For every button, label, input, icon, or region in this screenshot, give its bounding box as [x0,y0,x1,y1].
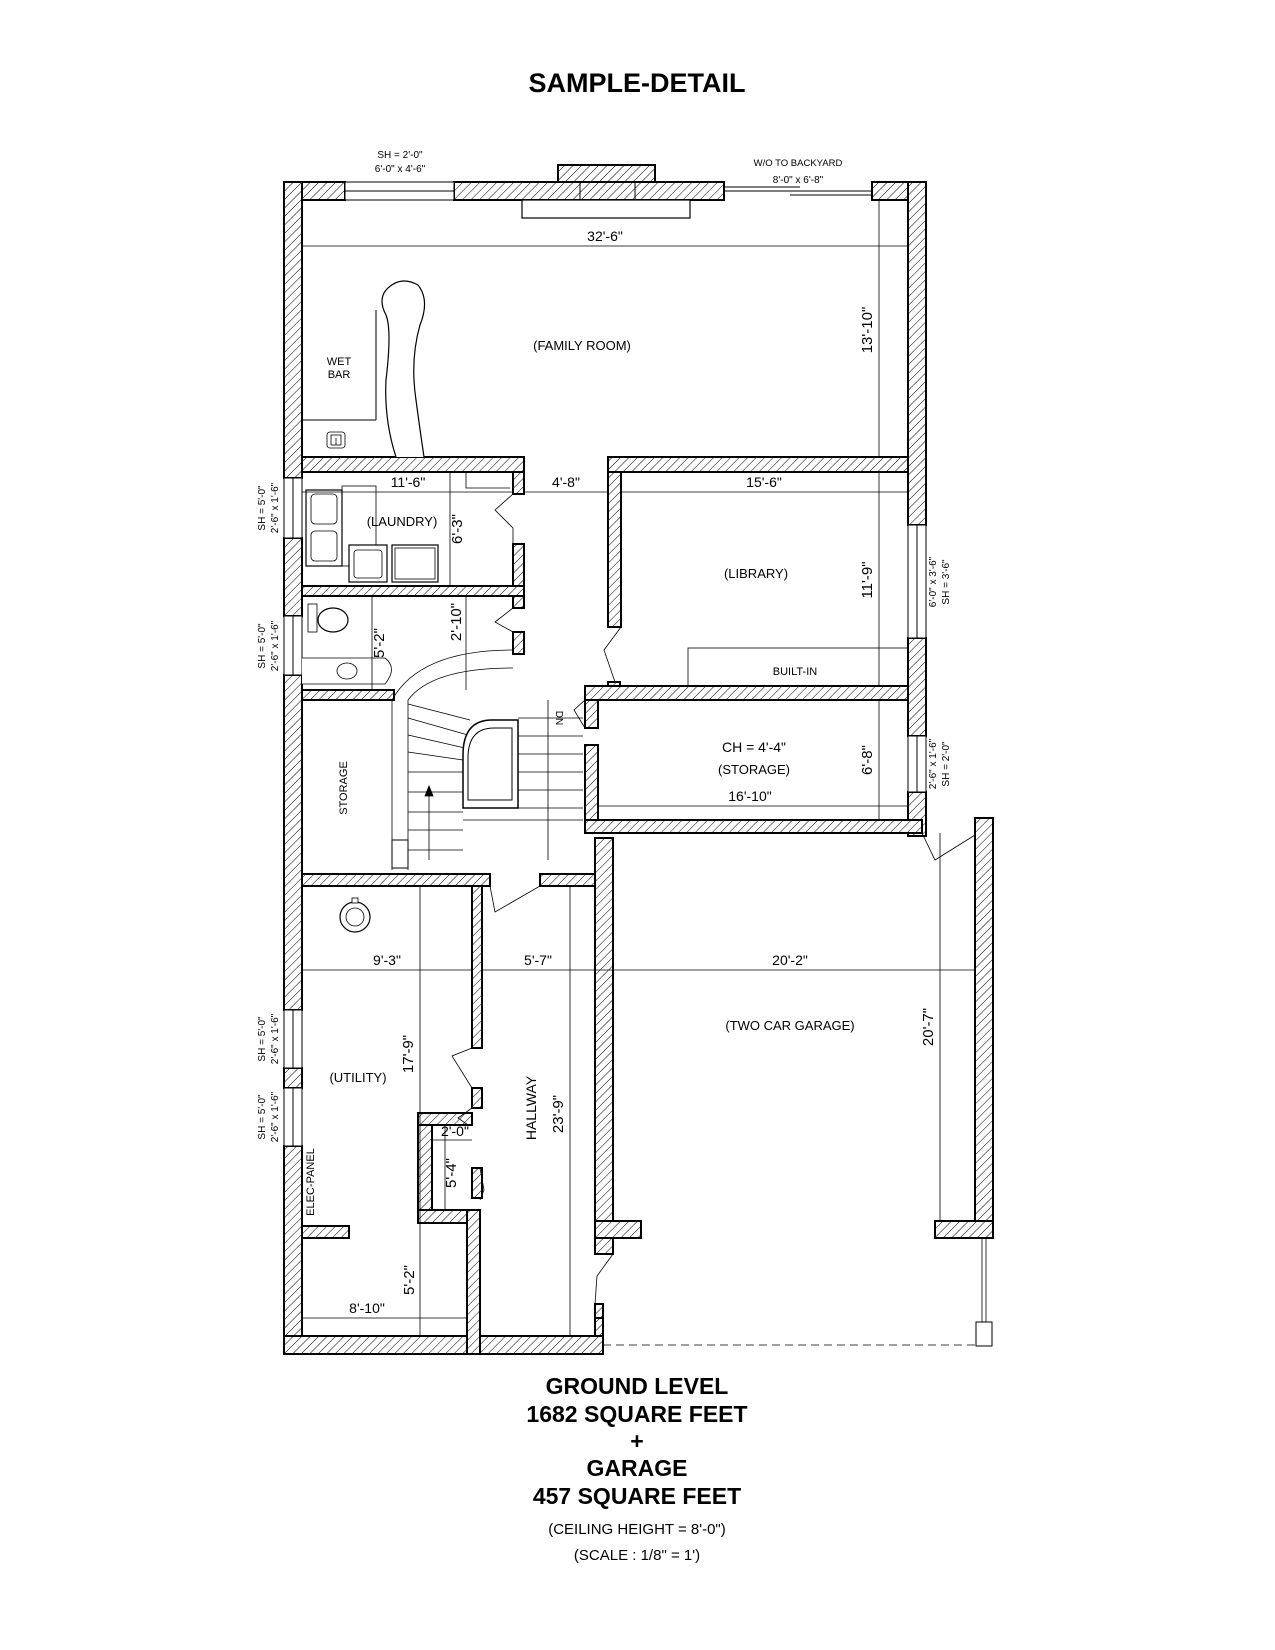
dim-lower-width: 8'-10" [349,1300,385,1316]
elec-panel-label: ELEC-PANEL [305,1148,317,1216]
dim-closet-depth: 5'-4" [443,1158,460,1188]
window-laundry-sh: SH = 5'-0" [257,485,268,531]
storage-ceiling-height: CH = 4'-4" [722,739,786,755]
window-utility1-sh: SH = 5'-0" [257,1016,268,1062]
page-title: SAMPLE-DETAIL [529,68,746,98]
dim-storage-width: 16'-10" [728,788,771,804]
dim-hallway-width: 5'-7" [524,952,552,968]
windows [283,181,927,1147]
window-top-left-sh: SH = 2'-0" [377,150,423,161]
room-wetbar-line1: WET [327,356,352,368]
walkout-label: W/O TO BACKYARD [754,158,843,169]
room-garage: (TWO CAR GARAGE) [725,1018,854,1033]
footer-garage: GARAGE [587,1455,688,1481]
dim-stair-gap: 2'-10" [448,603,465,641]
dim-closet-width: 2'-0" [441,1123,469,1139]
window-bath-sh: SH = 5'-0" [257,623,268,669]
interior-walls [301,456,923,1355]
window-utility1-size: 2'-6" x 1'-6" [270,1013,281,1064]
dim-garage-width: 20'-2" [772,952,808,968]
dim-storage-depth: 6'-8" [859,745,876,775]
room-laundry: (LAUNDRY) [367,514,438,529]
dim-laundry-width: 11'-6" [391,474,426,490]
window-storage-size: 2'-6" x 1'-6" [928,738,939,789]
window-bath-size: 2'-6" x 1'-6" [270,620,281,671]
room-hallway: HALLWAY [523,1075,539,1140]
dim-lower-depth: 5'-2" [401,1265,418,1295]
dim-utility-width: 9'-3" [373,952,401,968]
window-laundry-size: 2'-6" x 1'-6" [270,482,281,533]
footer-level: GROUND LEVEL [546,1373,729,1399]
dim-garage-depth: 20'-7" [920,1008,937,1046]
room-utility: (UTILITY) [329,1070,386,1085]
dim-laundry-depth: 6'-3" [449,514,466,544]
room-storage-right: (STORAGE) [718,762,790,777]
dim-family-width: 32'-6" [587,228,623,244]
footer-level-area: 1682 SQUARE FEET [526,1401,747,1427]
dim-family-depth: 13'-10" [859,307,876,354]
window-storage-sh: SH = 2'-0" [941,741,952,787]
window-library-size: 6'-0" x 3'-6" [928,556,939,607]
room-storage-left: STORAGE [338,761,350,815]
footer-plus: + [630,1428,643,1454]
stairs [391,649,583,870]
dim-bath-depth: 5'-2" [371,628,388,658]
dim-hallway-depth: 23'-9" [550,1095,567,1133]
footer-garage-area: 457 SQUARE FEET [533,1483,741,1509]
window-labels: SH = 2'-0" 6'-0" x 4'-6" W/O TO BACKYARD… [257,150,952,1142]
footer-scale: (SCALE : 1/8" = 1') [574,1547,700,1564]
dim-library-depth: 11'-9" [859,561,876,598]
window-utility2-sh: SH = 5'-0" [257,1094,268,1140]
room-family: (FAMILY ROOM) [533,338,631,353]
room-library: (LIBRARY) [724,566,788,581]
builtin-label: BUILT-IN [773,666,817,678]
dim-hall-gap: 4'-8" [552,474,580,490]
window-library-sh: SH = 3'-6" [941,559,952,605]
doors [451,493,993,1347]
dim-library-width: 15'-6" [746,474,782,490]
room-wetbar-line2: BAR [328,369,351,381]
window-utility2-size: 2'-6" x 1'-6" [270,1091,281,1142]
footer: GROUND LEVEL 1682 SQUARE FEET + GARAGE 4… [526,1373,747,1564]
room-labels: (FAMILY ROOM) WET BAR (LAUNDRY) (LIBRARY… [305,338,855,1216]
dimension-labels: 32'-6" 13'-10" 11'-6" 6'-3" 4'-8" 15'-6"… [349,228,937,1316]
window-top-left-size: 6'-0" x 4'-6" [375,164,426,175]
walkout-size: 8'-0" x 6'-8" [773,175,824,186]
footer-ceiling-height: (CEILING HEIGHT = 8'-0") [548,1521,726,1538]
fixtures [302,280,909,933]
exterior-walls [283,164,994,1355]
dim-utility-depth: 17'-9" [400,1035,417,1073]
stair-down-label: DN [553,711,564,725]
dimension-lines [302,200,975,1336]
